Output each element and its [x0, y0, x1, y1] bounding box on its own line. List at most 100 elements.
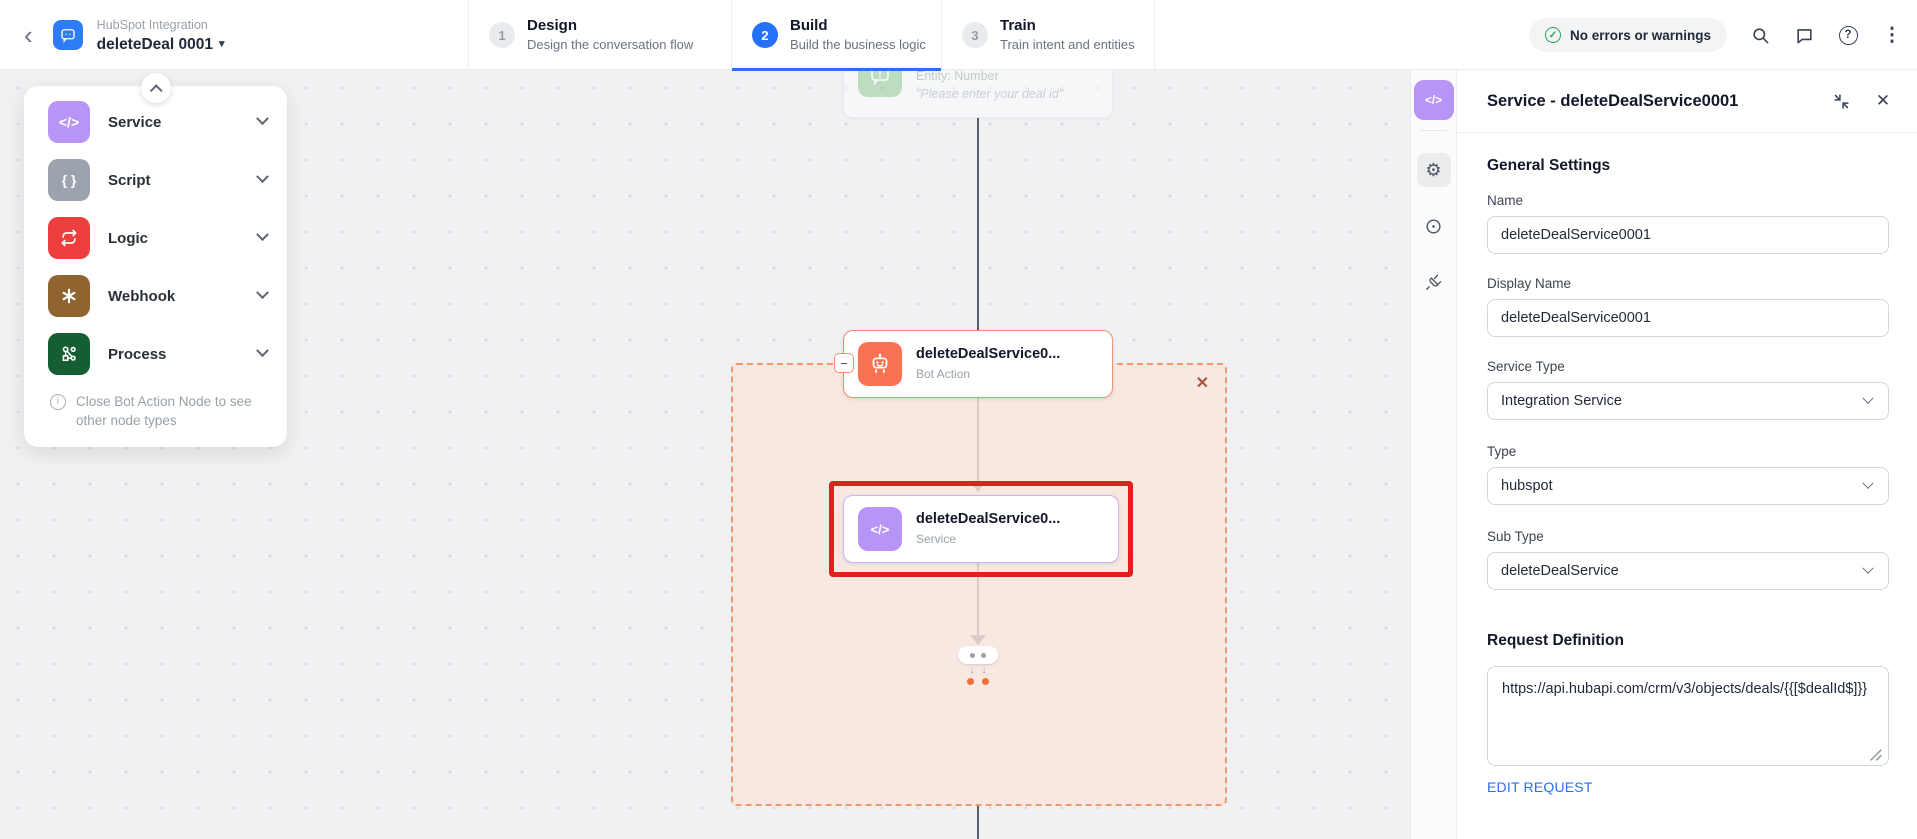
- palette-item-logic[interactable]: Logic: [24, 209, 287, 267]
- step-label: Design: [527, 17, 578, 35]
- top-bar: ‹ HubSpot Integration deleteDeal 0001 ▾ …: [0, 0, 1917, 71]
- circle-dot-icon: [1426, 218, 1441, 234]
- palette-item-webhook[interactable]: Webhook: [24, 267, 287, 325]
- project-subtitle: HubSpot Integration: [96, 18, 208, 33]
- palette-item-label: Logic: [108, 229, 148, 247]
- entity-chat-icon: [858, 70, 902, 97]
- close-panel-icon[interactable]: ✕: [1875, 91, 1891, 110]
- service-code-icon: </>: [1413, 80, 1454, 120]
- step-label: Build: [790, 17, 828, 35]
- logic-repeat-icon: [48, 217, 90, 259]
- workflow-steps: 1 Design Design the conversation flow 2 …: [468, 0, 1155, 71]
- step-number: 3: [962, 22, 988, 48]
- project-title: deleteDeal 0001: [96, 36, 213, 54]
- connection-pill[interactable]: [958, 646, 998, 664]
- palette-item-script[interactable]: { } Script: [24, 151, 287, 209]
- chevron-up-icon: [149, 83, 163, 97]
- service-code-icon: </>: [858, 507, 902, 551]
- status-badge-text: No errors or warnings: [1569, 27, 1711, 43]
- script-braces-icon: { }: [48, 159, 90, 201]
- type-select[interactable]: hubspot: [1487, 467, 1889, 505]
- search-icon[interactable]: [1749, 24, 1771, 46]
- palette-item-process[interactable]: Process: [24, 325, 287, 383]
- field-label-type: Type: [1487, 444, 1517, 459]
- display-name-field[interactable]: [1487, 299, 1889, 337]
- connection-arrows: ↓ ↓: [970, 666, 987, 676]
- connector-line-bottom: [977, 806, 979, 839]
- bot-action-node-title: deleteDealService0...: [916, 346, 1061, 363]
- sub-type-select[interactable]: deleteDealService: [1487, 552, 1889, 590]
- check-circle-icon: ✓: [1544, 27, 1561, 43]
- service-node-subtitle: Service: [916, 531, 957, 546]
- help-glyph: ?: [1838, 25, 1858, 45]
- palette-item-label: Process: [108, 345, 167, 363]
- chevron-down-icon[interactable]: [256, 228, 269, 247]
- tab-design[interactable]: 1 Design Design the conversation flow: [468, 0, 731, 70]
- panel-title: Service - deleteDealService0001: [1487, 91, 1739, 110]
- palette-note: i Close Bot Action Node to see other nod…: [24, 383, 287, 439]
- chevron-down-icon[interactable]: [256, 112, 269, 131]
- plug-icon: [1426, 274, 1442, 290]
- info-icon: i: [50, 394, 66, 410]
- palette-item-label: Script: [108, 171, 151, 189]
- bot-action-container: ✕: [731, 363, 1227, 806]
- bot-action-close-icon[interactable]: ✕: [1195, 375, 1209, 392]
- back-button[interactable]: ‹: [24, 20, 33, 50]
- field-label-sub-type: Sub Type: [1487, 529, 1544, 544]
- node-palette: </> Service { } Script Logic: [24, 73, 287, 447]
- status-badge[interactable]: ✓ No errors or warnings: [1528, 18, 1727, 52]
- tab-train[interactable]: 3 Train Train intent and entities: [941, 0, 1155, 70]
- connections-tab[interactable]: [1417, 265, 1451, 299]
- service-type-select[interactable]: Integration Service: [1487, 382, 1889, 420]
- step-label: Train: [1000, 17, 1036, 35]
- request-definition-heading: Request Definition: [1487, 632, 1624, 649]
- name-field[interactable]: [1487, 216, 1889, 254]
- gear-icon: ⚙: [1425, 160, 1442, 180]
- instance-properties-tab[interactable]: [1417, 209, 1451, 243]
- add-connection-widget[interactable]: ↓ ↓: [951, 646, 1005, 685]
- more-options-icon[interactable]: ⋮: [1882, 24, 1902, 46]
- chevron-down-icon[interactable]: [256, 286, 269, 305]
- tab-build[interactable]: 2 Build Build the business logic: [731, 0, 941, 71]
- arrow-down-icon: ↓: [981, 665, 987, 676]
- comment-icon[interactable]: [1793, 24, 1815, 46]
- caret-down-icon: ▾: [219, 38, 225, 51]
- selection-highlight: [829, 481, 1133, 577]
- webhook-asterisk-icon: [48, 275, 90, 317]
- bot-icon: [858, 342, 902, 386]
- entity-node[interactable]: dealId0003 Entity: Number "Please enter …: [843, 70, 1113, 118]
- bot-action-node[interactable]: deleteDealService0... Bot Action: [843, 330, 1113, 398]
- collapse-bot-action-button[interactable]: −: [834, 353, 854, 373]
- chevron-down-icon: [1862, 392, 1874, 404]
- section-heading: General Settings: [1487, 157, 1611, 174]
- step-desc: Build the business logic: [790, 36, 926, 52]
- palette-collapse-button[interactable]: [140, 73, 171, 103]
- general-settings-tab[interactable]: ⚙: [1416, 153, 1451, 187]
- request-url-textarea[interactable]: https://api.hubapi.com/crm/v3/objects/de…: [1487, 666, 1889, 766]
- entity-node-quote: "Please enter your deal id": [916, 86, 1064, 101]
- sub-type-value: deleteDealService: [1501, 563, 1619, 579]
- panel-icon-strip: </> ⚙: [1411, 70, 1457, 839]
- arrow-down-icon: ↓: [969, 665, 975, 676]
- entity-node-meta: Entity: Number: [916, 70, 999, 83]
- type-value: hubspot: [1501, 478, 1553, 494]
- edit-request-link[interactable]: EDIT REQUEST: [1487, 779, 1593, 795]
- chevron-down-icon[interactable]: [256, 170, 269, 189]
- project-title-dropdown[interactable]: deleteDeal 0001 ▾: [97, 35, 225, 54]
- chevron-down-icon[interactable]: [256, 344, 269, 363]
- palette-item-label: Service: [108, 113, 162, 131]
- palette-item-label: Webhook: [108, 287, 176, 305]
- connector-line-top: [977, 118, 979, 330]
- palette-note-text: Close Bot Action Node to see other node …: [76, 394, 252, 428]
- connection-ports[interactable]: [967, 678, 989, 685]
- service-node-title: deleteDealService0...: [916, 511, 1061, 528]
- service-node[interactable]: </> deleteDealService0... Service: [843, 495, 1119, 563]
- help-icon[interactable]: ?: [1837, 24, 1859, 46]
- step-desc: Design the conversation flow: [527, 36, 694, 52]
- collapse-panel-icon[interactable]: [1829, 89, 1853, 113]
- step-number: 2: [752, 22, 778, 48]
- bot-action-node-subtitle: Bot Action: [916, 366, 971, 381]
- process-flow-icon: [48, 333, 90, 375]
- palette-item-service[interactable]: </> Service: [24, 93, 287, 151]
